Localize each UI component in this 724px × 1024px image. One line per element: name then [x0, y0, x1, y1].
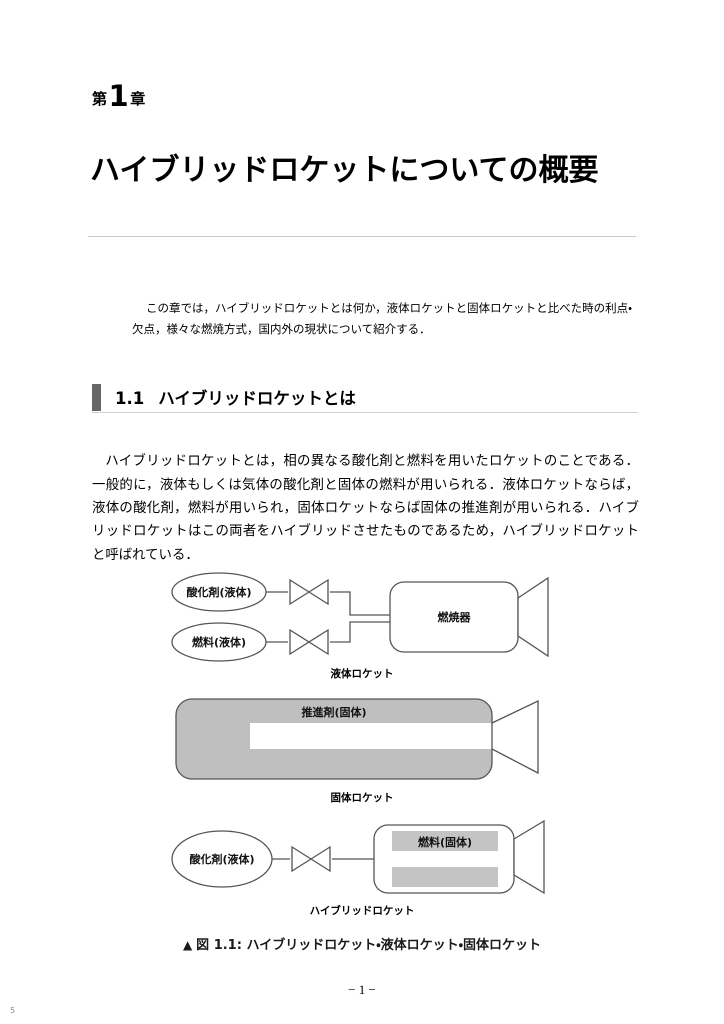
fuel-grain-label: 燃料(固体): [417, 835, 472, 849]
solid-rocket-sub-caption: 固体ロケット: [330, 792, 394, 804]
section-heading-text: 1.1 ハイブリッドロケットとは: [115, 385, 356, 409]
solid-nozzle-shape: [491, 699, 539, 775]
section-divider: [92, 412, 638, 413]
title-divider: [88, 236, 636, 237]
hybrid-oxidizer-tank-label: 酸化剤(液体): [189, 852, 254, 866]
chapter-number: 1: [108, 79, 130, 113]
chapter-prefix: 第: [92, 90, 108, 108]
oxidizer-valve-icon: [289, 578, 329, 606]
solid-propellant-label: 推進剤(固体): [301, 705, 366, 719]
nozzle-shape: [517, 576, 549, 658]
solid-rocket-diagram: 推進剤(固体): [175, 698, 539, 780]
figure-caption: ▲図 1.1: ハイブリッドロケット・液体ロケット・固体ロケット: [0, 934, 724, 953]
combustion-chamber-label: 燃焼器: [437, 610, 472, 624]
fuel-tank-label: 燃料(液体): [191, 635, 246, 649]
hybrid-valve-icon: [291, 845, 331, 873]
chapter-abstract: この章では，ハイブリッドロケットとは何か，液体ロケットと固体ロケットと比べた時の…: [132, 298, 632, 341]
abstract-text: この章では，ハイブリッドロケットとは何か，液体ロケットと固体ロケットと比べた時の…: [132, 300, 632, 336]
section-heading: 1.1 ハイブリッドロケットとは: [92, 382, 638, 412]
body-paragraph: ハイブリッドロケットとは，相の異なる酸化剤と燃料を用いたロケットのことである．一…: [92, 449, 639, 566]
page-folio: − 1 −: [348, 982, 376, 997]
body-paragraph-text: ハイブリッドロケットとは，相の異なる酸化剤と燃料を用いたロケットのことである．一…: [92, 453, 639, 562]
liquid-rocket-diagram: 酸化剤(液体) 燃料(液体) 燃焼器: [171, 572, 549, 662]
chapter-title: ハイブリッドロケットについての概要: [90, 153, 599, 189]
oxidizer-pipe-out: [330, 591, 390, 616]
hybrid-rocket-sub-caption: ハイブリッドロケット: [309, 905, 415, 917]
figure-caption-text: 図 1.1: ハイブリッドロケット・液体ロケット・固体ロケット: [196, 938, 542, 953]
hybrid-rocket-diagram: 酸化剤(液体) 燃料(固体): [171, 819, 545, 895]
section-title: ハイブリッドロケットとは: [158, 389, 356, 408]
fuel-grain-bottom-shape: [392, 867, 498, 887]
combustion-port-shape: [250, 723, 492, 749]
fuel-pipe-out: [330, 621, 390, 643]
chapter-label: 第1章: [92, 82, 146, 111]
corner-page-number: 5: [10, 1006, 16, 1015]
triangle-marker-icon: ▲: [182, 938, 193, 952]
chapter-suffix: 章: [130, 90, 146, 108]
section-number: 1.1: [115, 389, 145, 408]
hybrid-nozzle-shape: [513, 819, 545, 895]
fuel-grain-top-shape: [392, 831, 498, 851]
liquid-rocket-sub-caption: 液体ロケット: [330, 668, 394, 680]
fuel-valve-icon: [289, 628, 329, 656]
section-accent-bar: [92, 383, 101, 411]
figure-1-1: 酸化剤(液体) 燃料(液体) 燃焼器 液体ロケット 推進剤(固体) 固体ロケット: [0, 570, 724, 953]
oxidizer-tank-label: 酸化剤(液体): [186, 585, 251, 599]
